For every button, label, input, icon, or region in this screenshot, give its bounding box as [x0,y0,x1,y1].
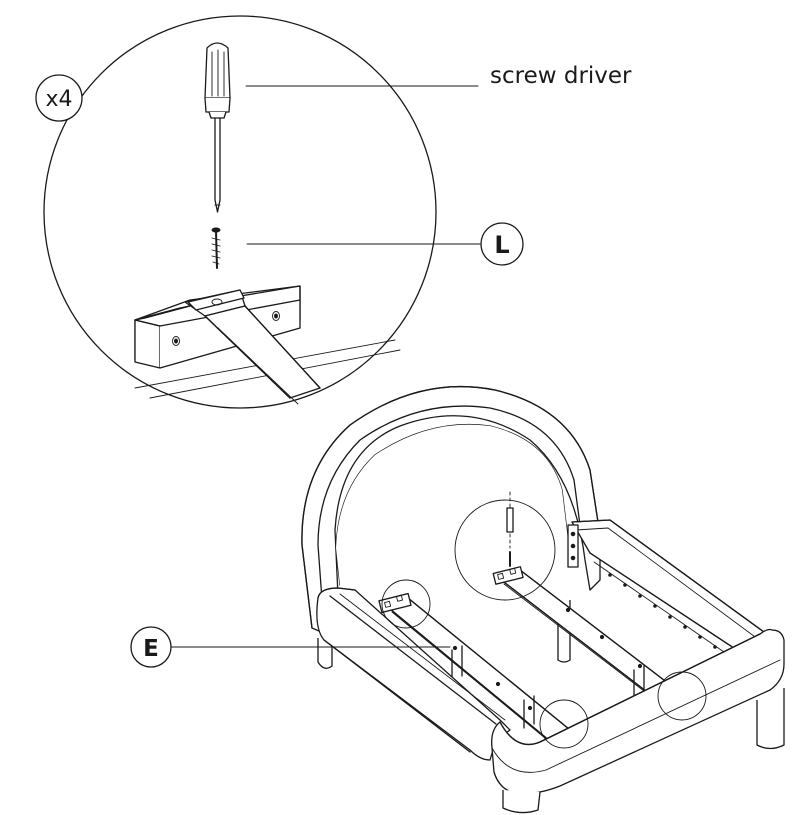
slat-part-badge [130,626,172,668]
left-side-rail [316,587,511,761]
screw-icon [211,227,221,269]
center-detail-magnifier [454,499,556,601]
rear-bracket-magnifier [381,579,431,629]
right-slat [492,566,691,715]
screw-part-badge [480,222,524,266]
front-legs [502,688,785,814]
screw-part-label: L [494,231,509,259]
quantity-label: x4 [45,87,72,112]
tool-label: screw driver [490,63,632,89]
screwdriver-icon [204,42,231,213]
foot-rail [491,628,785,795]
quantity-badge [35,74,83,122]
detail-magnifier [43,15,481,409]
front-left-magnifier [539,699,589,749]
bed-frame [169,385,785,814]
slat-part-label: E [143,636,159,662]
front-right-magnifier [657,671,707,721]
detail-slat [184,289,321,405]
center-screw-icon [506,491,514,567]
